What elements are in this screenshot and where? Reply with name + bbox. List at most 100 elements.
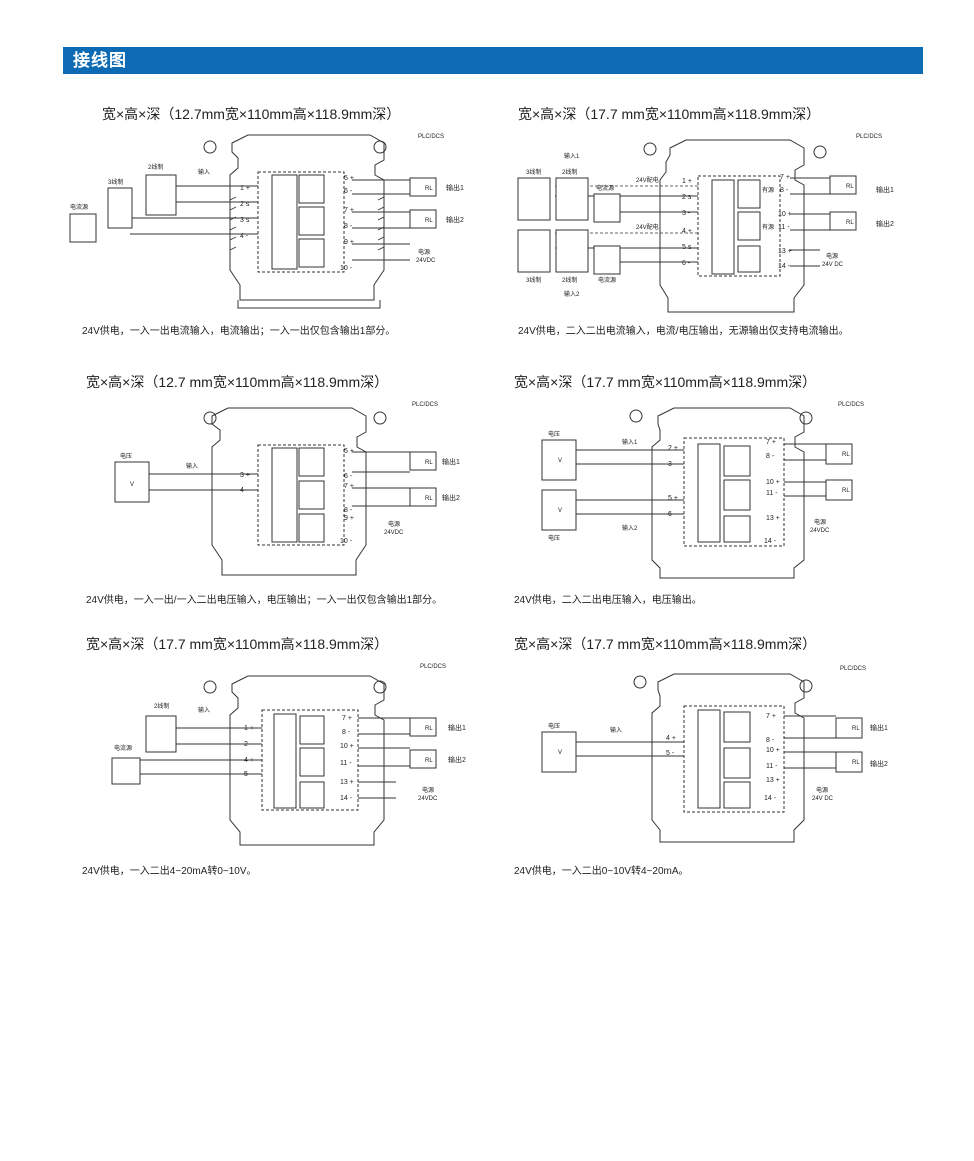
diagram-label: 14 -	[764, 538, 777, 545]
diagram-label: 7 +	[344, 483, 354, 490]
wiring-diagram-6: 4 + 5 - 7 + 8 - 10 + 11 - 13 + 14 - 电压 V…	[541, 666, 888, 843]
in-term-3: 3 s	[240, 217, 250, 224]
diagram-label: 2 +	[668, 445, 678, 452]
diagram-label: 13 +	[340, 779, 354, 786]
diagram-label: 电源	[816, 786, 828, 794]
diagram-label: RL	[846, 220, 854, 226]
diagram-label: RL	[425, 726, 433, 732]
diagram-label: 8 -	[342, 729, 351, 736]
diagram-label: 输入1	[564, 152, 580, 160]
diagram-label: 3 -	[682, 210, 691, 217]
in-term-2: 2 s	[240, 201, 250, 208]
out-term-9: 9 +	[344, 239, 354, 246]
label-power: 电源	[418, 248, 430, 256]
diagram-label: 13 +	[778, 248, 792, 255]
diagram-label: 10 +	[340, 743, 354, 750]
diagram-label: 电源	[388, 520, 400, 528]
diagram-label: RL	[425, 460, 433, 466]
out-term-10: 10 -	[340, 265, 353, 272]
label-current-source: 电流源	[70, 203, 88, 211]
diagram-label: 8 -	[780, 187, 789, 194]
diagram-label: 14 -	[778, 263, 791, 270]
diagram-label: RL	[842, 488, 850, 494]
diagram-label: 电源	[814, 518, 826, 526]
out-term-7: 7 +	[344, 207, 354, 214]
diagram-label: RL	[425, 758, 433, 764]
diagram-label: 10 +	[766, 479, 780, 486]
diagram-label: 11 -	[766, 763, 778, 770]
diagram-label: 9 +	[344, 515, 354, 522]
panel-title: 宽×高×深（12.7mm宽×110mm高×118.9mm深）	[102, 106, 401, 122]
diagram-label: 24V DC	[822, 262, 844, 268]
label-input: 输入	[198, 168, 210, 176]
panel-caption: 24V供电，一入二出4~20mA转0~10V。	[82, 866, 257, 877]
label-plc: PLC/DCS	[418, 134, 444, 140]
diagram-label: 电压	[120, 452, 132, 460]
diagram-label: 3线制	[526, 168, 541, 176]
diagram-label: 有源	[762, 186, 774, 194]
diagram-label: 2线制	[562, 168, 577, 176]
in-term-1: 1 +	[240, 185, 250, 192]
out-term-8: 8 -	[344, 223, 353, 230]
diagram-label: 5 -	[666, 750, 675, 757]
rl-2: RL	[425, 218, 433, 224]
diagram-label: 10 -	[340, 538, 353, 545]
diagram-label: 电流源	[598, 276, 616, 284]
wiring-diagram-1: 1 + 2 s 3 s 4 - 5 + 6 - 7 + 8 - 9 + 10 -…	[69, 134, 464, 309]
panel-caption: 24V供电，一入二出0~10V转4~20mA。	[514, 866, 689, 877]
diagram-label: RL	[846, 184, 854, 190]
diagram-label: 13 +	[766, 777, 780, 784]
panel-title: 宽×高×深（17.7 mm宽×110mm高×118.9mm深）	[514, 374, 817, 390]
diagram-label: PLC/DCS	[838, 402, 864, 408]
diagram-label: 电源	[826, 252, 838, 260]
diagram-label: 11 -	[778, 224, 790, 231]
diagram-label: V	[558, 458, 562, 464]
diagram-label: 24VDC	[384, 530, 404, 536]
diagram-label: 13 +	[766, 515, 780, 522]
diagram-label: 输入1	[622, 438, 638, 446]
diagram-label: 24VDC	[418, 796, 438, 802]
diagram-label: 11 -	[766, 490, 778, 497]
diagram-label: 输出2	[870, 759, 888, 768]
diagram-label: 输入2	[564, 290, 580, 298]
diagram-label: 5 +	[344, 448, 354, 455]
diagram-label: 4 +	[666, 735, 676, 742]
label-output-2: 输出2	[446, 215, 464, 224]
diagram-label: 电流源	[114, 744, 132, 752]
diagram-label: 8 -	[344, 507, 353, 514]
label-24vdc: 24VDC	[416, 258, 436, 264]
diagram-label: PLC/DCS	[420, 664, 446, 670]
wiring-diagram-2: 1 + 2 s 3 - 4 + 5 s 6 - 7 + 8 - 10 + 11 …	[517, 134, 894, 313]
diagram-label: RL	[425, 496, 433, 502]
diagram-label: 输出1	[442, 457, 460, 466]
diagram-label: 4 +	[682, 228, 692, 235]
diagram-label: 输入2	[622, 524, 638, 532]
panel-title: 宽×高×深（17.7 mm宽×110mm高×118.9mm深）	[518, 106, 821, 122]
diagram-label: 3线制	[526, 276, 541, 284]
section-title: 接线图	[73, 51, 127, 70]
diagram-label: 24V DC	[812, 796, 834, 802]
out-term-5: 5 +	[344, 175, 354, 182]
diagram-label: 输出1	[448, 723, 466, 732]
diagram-label: RL	[842, 452, 850, 458]
wiring-diagram-4: 2 + 3 - 5 + 6 - 7 + 8 - 10 + 11 - 13 + 1…	[541, 402, 864, 579]
diagram-label: 2 s	[682, 194, 692, 201]
diagram-label: 电压	[548, 722, 560, 730]
label-two-wire: 2线制	[148, 163, 163, 171]
in-term-4: 4 -	[240, 233, 249, 240]
panel-title: 宽×高×深（17.7 mm宽×110mm高×118.9mm深）	[86, 636, 389, 652]
diagram-label: RL	[852, 726, 860, 732]
diagram-label: 24V配电	[636, 176, 659, 184]
diagram-label: 输入	[198, 706, 210, 714]
diagram-label: 电压	[548, 534, 560, 542]
panel-caption: 24V供电，一入一出/一入二出电压输入，电压输出；一入一出仅包含输出1部分。	[86, 595, 443, 606]
diagram-label: 10 +	[778, 211, 792, 218]
diagram-label: 输入	[186, 462, 198, 470]
panel-caption: 24V供电，一入一出电流输入，电流输出；一入一出仅包含输出1部分。	[82, 326, 396, 337]
diagram-label: 11 -	[340, 760, 352, 767]
diagram-label: PLC/DCS	[856, 134, 882, 140]
diagram-label: 24VDC	[810, 528, 830, 534]
diagram-label: 输出1	[876, 185, 894, 194]
diagram-label: 7 +	[766, 713, 776, 720]
diagram-label: 电流源	[596, 184, 614, 192]
